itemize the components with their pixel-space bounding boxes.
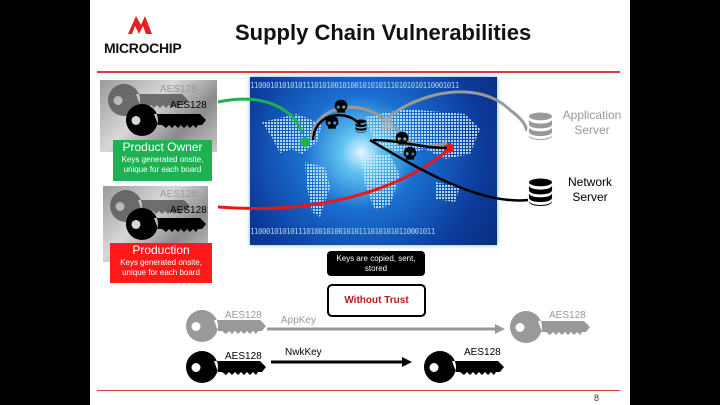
footer-divider	[97, 390, 620, 391]
without-trust-callout: Without Trust	[327, 284, 426, 317]
page-number: 8	[594, 393, 600, 403]
product-owner-subtitle: Keys generated onsite, unique for each b…	[121, 155, 204, 174]
database-icon	[355, 119, 367, 133]
production-title: Production	[132, 243, 190, 257]
product-owner-title: Product Owner	[122, 140, 203, 154]
network-flows	[217, 90, 529, 210]
nwkkey-source-label: AES128	[225, 351, 262, 362]
appkey-arrow	[267, 324, 505, 334]
production-label: Production Keys generated onsite, unique…	[110, 243, 212, 283]
database-icon	[381, 118, 393, 131]
application-server-label: Application Server	[562, 108, 622, 137]
key-label: AES128	[160, 189, 197, 200]
skull-icon	[324, 115, 340, 131]
product-owner-label: Product Owner Keys generated onsite, uni…	[113, 140, 212, 181]
production-subtitle: Keys generated onsite, unique for each b…	[120, 258, 202, 277]
network-server-label: Network Server	[567, 175, 612, 204]
skull-icon	[333, 99, 349, 115]
binary-text-bottom: 1100010101011101001010010101110101010110…	[250, 227, 435, 236]
skull-icon	[394, 131, 410, 147]
microchip-logo-icon	[128, 16, 152, 34]
appkey-dest-label: AES128	[549, 310, 586, 321]
network-server-icon	[528, 178, 553, 206]
microchip-logo-text: MICROCHIP	[104, 40, 182, 56]
world-map: 1100010101010111010100101001010101110101…	[250, 77, 497, 245]
header-divider	[97, 71, 620, 73]
key-label: AES128	[170, 100, 207, 111]
slide: MICROCHIP Supply Chain Vulnerabilities A…	[90, 0, 630, 405]
appkey-source-label: AES128	[225, 310, 262, 321]
application-server-icon	[528, 112, 553, 140]
slide-title: Supply Chain Vulnerabilities	[235, 20, 532, 45]
nwkkey-arrow	[271, 357, 412, 367]
keys-copied-callout: Keys are copied, sent, stored	[327, 251, 425, 276]
key-label: AES128	[160, 84, 197, 95]
binary-text-top: 1100010101010111010100101001010101110101…	[250, 81, 459, 90]
skull-icon	[402, 146, 418, 162]
nwkkey-label: NwkKey	[285, 347, 322, 358]
key-label: AES128	[170, 205, 207, 216]
nwkkey-dest-label: AES128	[464, 347, 501, 358]
appkey-label: AppKey	[281, 315, 317, 326]
